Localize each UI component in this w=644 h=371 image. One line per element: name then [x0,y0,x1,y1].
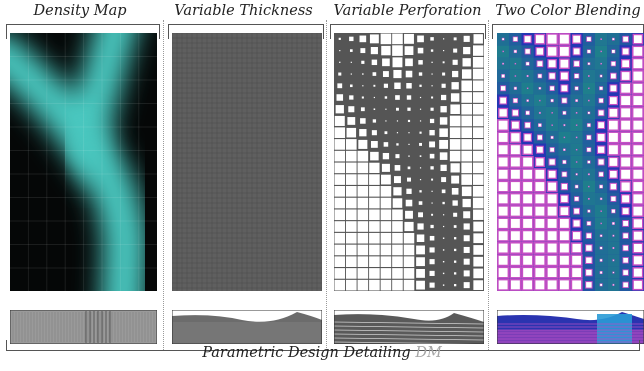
bottom-bracket [6,340,640,351]
panel-title-density-map: Density Map [33,3,127,19]
variable-thickness-section-strip [172,310,322,344]
bracket-variable-perforation [330,24,486,39]
two-color-blending-panel [497,33,644,291]
divider-1 [163,20,164,350]
bracket-variable-thickness [168,24,324,39]
two-color-blending-section-strip [497,310,644,344]
footer-caption-text: Parametric Design Detailing [202,345,411,361]
variable-thickness-image [172,33,322,291]
variable-perforation-section-strip [334,310,484,344]
variable-thickness-panel [172,33,322,291]
divider-2 [326,20,327,350]
density-map-section-strip [10,310,157,344]
variable-perforation-panel [334,33,484,291]
two-color-blending-section-image [497,310,644,344]
panel-title-two-color-blending: Two Color Blending [495,3,641,19]
variable-perforation-section-image [334,310,484,344]
variable-perforation-image [334,33,484,291]
footer-caption: Parametric Design Detailing DM [0,345,644,361]
variable-thickness-section-image [172,310,322,344]
panel-title-variable-thickness: Variable Thickness [174,3,313,19]
panel-title-variable-perforation: Variable Perforation [333,3,482,19]
divider-3 [488,20,489,350]
density-map-panel [10,33,157,291]
footer-mark: DM [415,345,442,361]
density-map-image [10,33,157,291]
bracket-density-map [6,24,160,39]
two-color-blending-image [497,33,644,291]
density-map-section-image [10,310,157,344]
